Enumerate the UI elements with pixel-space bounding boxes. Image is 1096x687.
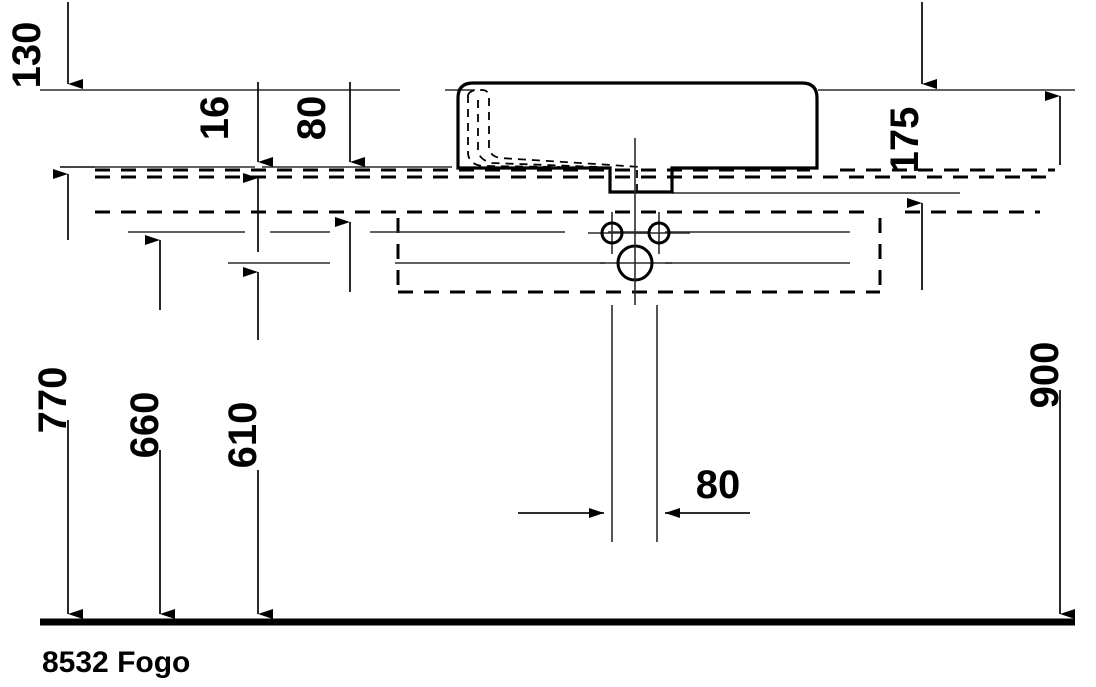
dimension-900: 900: [1023, 91, 1075, 619]
dimension-16: 16: [193, 82, 273, 252]
dimension-900-label: 900: [1023, 342, 1067, 409]
dimension-610: 610: [221, 267, 273, 619]
extension-lines: [40, 89, 1075, 194]
dimension-130: 130: [5, 2, 83, 89]
basin-body: [456, 81, 819, 194]
part-name-label: 8532 Fogo: [42, 646, 190, 679]
dimension-80-bottom-label: 80: [696, 463, 741, 507]
dimension-80-bottom: 80: [518, 463, 750, 518]
dimension-175-label: 175: [883, 107, 927, 174]
dimension-610-label: 610: [221, 402, 265, 469]
drain-center-line: [611, 138, 658, 542]
tap-hole-right-icon: [647, 221, 671, 245]
tap-hole-left-icon: [600, 221, 624, 245]
dimension-660-label: 660: [123, 392, 167, 459]
dimension-130-label: 130: [5, 22, 49, 89]
dimension-660: 660: [123, 235, 175, 619]
dimension-80-top: 80: [290, 82, 365, 292]
dimension-175: 175: [883, 2, 937, 290]
dimension-16-label: 16: [193, 96, 237, 141]
tap-and-waste-holes: [588, 212, 690, 282]
dimension-770-label: 770: [31, 367, 75, 434]
dimension-80-top-label: 80: [290, 96, 334, 141]
dimension-770: 770: [31, 169, 83, 619]
fixture-detail-lines: [128, 231, 850, 264]
hidden-construction-lines: [95, 168, 1055, 294]
